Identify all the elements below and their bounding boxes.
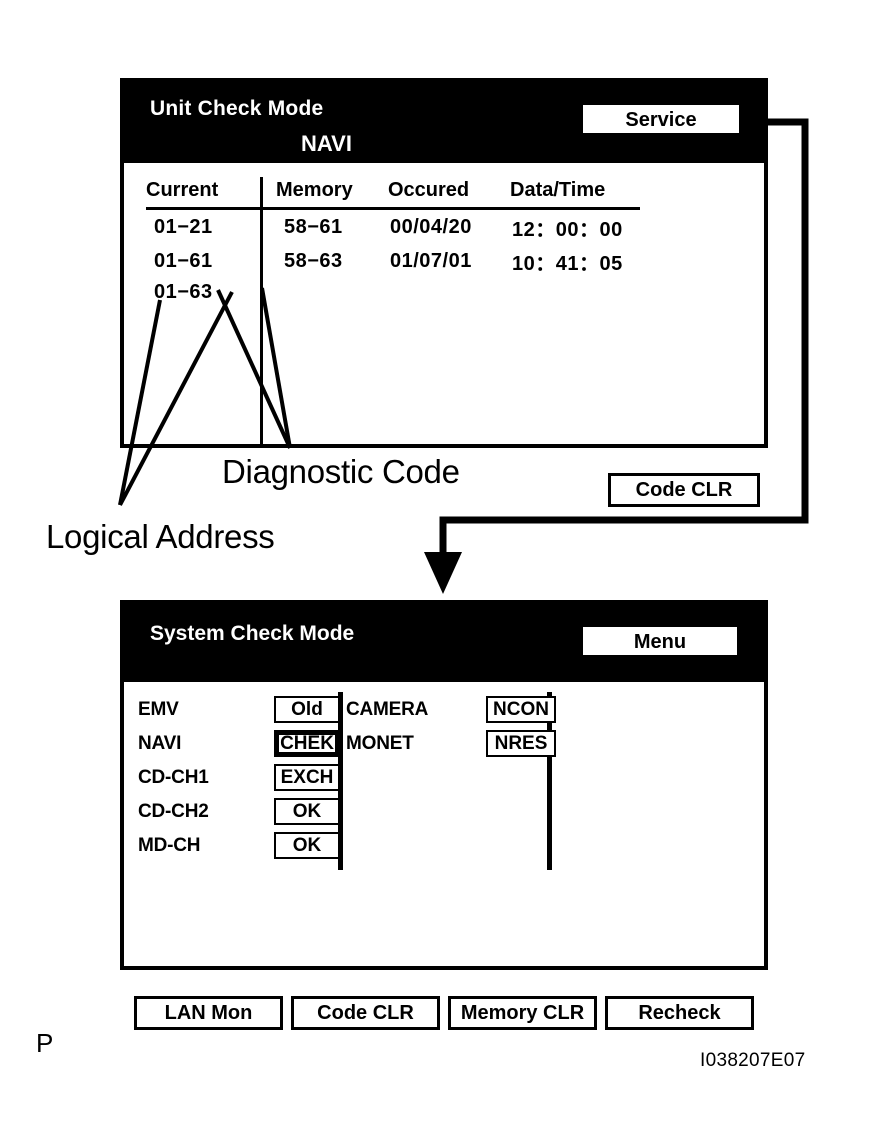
system-check-body: EMV Old NAVI CHEK CD-CH1 EXCH CD-CH2 OK … — [124, 682, 764, 1030]
list-item: MONET NRES — [346, 730, 556, 764]
list-item: CD-CH2 OK — [138, 798, 340, 832]
column-header-memory: Memory — [262, 179, 384, 210]
cell-memory: 58−61 — [284, 216, 343, 238]
status-label: CD-CH2 — [138, 801, 209, 822]
table-row: 01−21 58−61 00/04/20 12：00：00 — [146, 209, 640, 245]
unit-subtitle: NAVI — [301, 131, 352, 156]
column-header-current: Current — [146, 179, 262, 210]
page-title: Unit Check Mode — [150, 97, 324, 120]
status-badge[interactable]: EXCH — [274, 764, 340, 791]
recheck-button[interactable]: Recheck — [605, 996, 754, 1030]
unit-check-mode-panel: Unit Check Mode NAVI Service Current Mem… — [120, 78, 768, 507]
cell-occured: 01/07/01 — [390, 250, 472, 272]
cell-datetime — [506, 278, 640, 306]
flow-arrowhead-icon — [424, 552, 462, 594]
lan-mon-button[interactable]: LAN Mon — [134, 996, 283, 1030]
column-header-datetime: Data/Time — [506, 179, 640, 210]
status-badge[interactable]: Old — [274, 696, 340, 723]
list-item: MD-CH OK — [138, 832, 340, 866]
system-check-header: System Check Mode Menu — [124, 604, 764, 682]
column-header-occured: Occured — [384, 179, 506, 210]
page-title: System Check Mode — [150, 622, 355, 645]
list-item: NAVI CHEK — [138, 730, 340, 764]
figure-id: I038207E07 — [700, 1050, 806, 1071]
status-badge[interactable]: OK — [274, 798, 340, 825]
status-label: NAVI — [138, 733, 182, 754]
cell-memory — [262, 278, 384, 306]
status-label: CD-CH1 — [138, 767, 209, 788]
cell-occured: 00/04/20 — [390, 216, 472, 238]
cell-memory: 58−63 — [284, 250, 343, 272]
list-item: CD-CH1 EXCH — [138, 764, 340, 798]
unit-check-body: Current Memory Occured Data/Time 01−21 5… — [124, 163, 764, 507]
status-label: EMV — [138, 699, 179, 720]
cell-occured — [384, 278, 506, 306]
status-badge[interactable]: NCON — [486, 696, 556, 723]
code-clr-button[interactable]: Code CLR — [608, 473, 760, 507]
status-column-divider — [338, 692, 343, 870]
cell-current: 01−21 — [154, 216, 213, 238]
unit-check-header: Unit Check Mode NAVI Service — [124, 82, 764, 163]
diagnostic-code-table: Current Memory Occured Data/Time 01−21 5… — [146, 179, 640, 306]
list-item: CAMERA NCON — [346, 696, 556, 730]
cell-current: 01−63 — [154, 281, 213, 303]
status-badge[interactable]: NRES — [486, 730, 556, 757]
status-list-right: CAMERA NCON MONET NRES — [346, 696, 556, 764]
code-clr-button[interactable]: Code CLR — [291, 996, 440, 1030]
service-button[interactable]: Service — [582, 104, 740, 134]
page-marker: P — [36, 1028, 54, 1058]
status-label: CAMERA — [346, 699, 429, 720]
bottom-button-bar: LAN Mon Code CLR Memory CLR Recheck — [134, 996, 754, 1030]
callout-logical-address: Logical Address — [46, 518, 275, 555]
status-label: MONET — [346, 733, 414, 754]
table-row: 01−61 58−63 01/07/01 10：41：05 — [146, 244, 640, 278]
table-header-row: Current Memory Occured Data/Time — [146, 179, 640, 210]
status-column-divider — [547, 692, 552, 870]
cell-datetime: 12：00：00 — [512, 219, 623, 241]
table-row: 01−63 — [146, 278, 640, 306]
status-badge[interactable]: OK — [274, 832, 340, 859]
cell-datetime: 10：41：05 — [512, 253, 623, 275]
cell-current: 01−61 — [154, 250, 213, 272]
list-item: EMV Old — [138, 696, 340, 730]
memory-clr-button[interactable]: Memory CLR — [448, 996, 597, 1030]
status-label: MD-CH — [138, 835, 201, 856]
system-check-mode-panel: System Check Mode Menu EMV Old NAVI CHEK… — [120, 600, 768, 1030]
callout-diagnostic-code: Diagnostic Code — [222, 453, 460, 490]
status-badge[interactable]: CHEK — [274, 730, 340, 757]
menu-button[interactable]: Menu — [582, 626, 738, 656]
status-list-left: EMV Old NAVI CHEK CD-CH1 EXCH CD-CH2 OK … — [138, 696, 340, 866]
